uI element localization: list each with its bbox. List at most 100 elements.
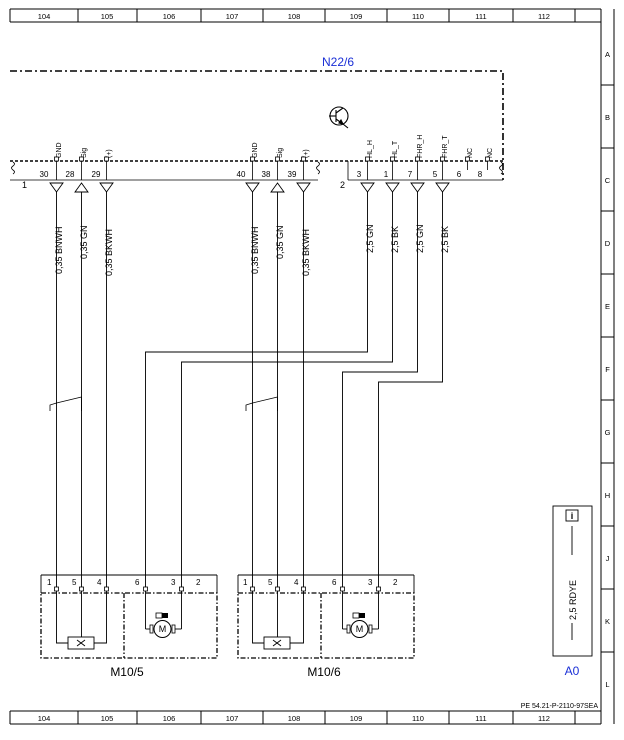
pin-label: FHR_H	[417, 135, 424, 158]
row-label: C	[605, 176, 611, 185]
pin-number: 28	[66, 170, 75, 179]
pin-label: NC	[487, 148, 494, 158]
component-pin: 1	[243, 578, 248, 587]
linkage-symbols	[49, 396, 278, 411]
row-label: K	[605, 617, 610, 626]
col-label-bottom: 111	[475, 714, 486, 723]
col-label-top: 106	[163, 12, 176, 21]
col-label-bottom: 106	[163, 714, 176, 723]
row-label: A	[605, 50, 610, 59]
col-label-top: 107	[226, 12, 239, 21]
row-label: E	[605, 302, 610, 311]
pin-label: (+)	[303, 149, 310, 158]
terminal-icon	[270, 182, 285, 193]
pin-number: 39	[288, 170, 297, 179]
pin-number: 38	[262, 170, 271, 179]
col-label-bottom: 108	[288, 714, 301, 723]
pin-label: (+)	[106, 149, 113, 158]
pin-label: NC	[467, 148, 474, 158]
col-label-top: 108	[288, 12, 301, 21]
svg-text:M: M	[356, 624, 364, 634]
wire-label: 0,35 GN	[275, 225, 285, 259]
col-label-top: 110	[412, 12, 424, 21]
connector-1	[10, 161, 320, 181]
wires	[56, 192, 443, 587]
pin-number: 8	[478, 170, 483, 179]
info-icon-glyph: i	[571, 511, 574, 521]
connector-pin-stubs	[54, 156, 490, 180]
wire-label: 0,35 BNWH	[54, 226, 64, 274]
row-label: B	[605, 113, 610, 122]
terminal-icon	[49, 182, 64, 193]
connector-2	[347, 161, 503, 181]
terminal-icon	[245, 182, 260, 193]
row-label: F	[605, 365, 610, 374]
connector-number: 2	[340, 180, 345, 190]
component-pin: 4	[97, 578, 102, 587]
ground-label: A0	[565, 664, 580, 678]
pin-number: 7	[408, 170, 413, 179]
pin-number: 30	[40, 170, 49, 179]
pin-number: 6	[457, 170, 462, 179]
component-m10-6: 1 5 4 6 3 2	[237, 574, 415, 679]
frame	[9, 8, 615, 725]
component-pin: 1	[47, 578, 52, 587]
row-label: L	[605, 680, 609, 689]
ground-wire-label: 2,5 RDYE	[568, 580, 578, 620]
col-label-bottom: 107	[226, 714, 239, 723]
pin-label: Sig	[81, 148, 88, 158]
terminal-icon	[99, 182, 114, 193]
wire-label: 0,35 BKWH	[301, 229, 311, 276]
doc-reference: PE 54.21-P-2110-97SEA	[521, 703, 599, 710]
wire-label: 0,35 BKWH	[104, 229, 114, 276]
motor-icon: M	[149, 612, 176, 638]
col-label-bottom: 105	[101, 714, 114, 723]
col-label-top: 105	[101, 12, 114, 21]
component-pin: 6	[135, 578, 140, 587]
col-label-top: 104	[38, 12, 51, 21]
component-pin: 3	[368, 578, 373, 587]
ground-box-a0: i 2,5 RDYE A0	[552, 505, 593, 678]
col-label-top: 112	[538, 12, 550, 21]
potentiometer-icon	[67, 602, 95, 650]
wire-terminals	[49, 182, 450, 193]
wire-label: 2,5 BK	[440, 226, 450, 253]
component-pin: 5	[268, 578, 273, 587]
info-icon	[565, 509, 579, 522]
control-unit-n22-6: N22/6	[10, 55, 504, 180]
terminal-icon	[74, 182, 89, 193]
wire-label: 0,35 BNWH	[250, 226, 260, 274]
motor-icon: M	[346, 612, 373, 638]
col-label-top: 109	[350, 12, 363, 21]
terminal-icon	[435, 182, 450, 193]
row-label: J	[606, 554, 610, 563]
wire-label: 0,35 GN	[79, 225, 89, 259]
component-label: M10/6	[307, 665, 341, 679]
pin-label: FHR_T	[442, 135, 449, 158]
wire-label: 2,5 GN	[415, 224, 425, 253]
col-label-bottom: 109	[350, 714, 363, 723]
terminal-icon	[385, 182, 400, 193]
transistor-icon	[329, 106, 349, 129]
pin-label: GND	[252, 142, 259, 158]
pin-label: HL_T	[392, 140, 399, 158]
terminal-icon	[360, 182, 375, 193]
col-label-bottom: 112	[538, 714, 550, 723]
pin-number: 3	[357, 170, 362, 179]
pin-number: 1	[384, 170, 389, 179]
pin-label: GND	[56, 142, 63, 158]
col-label-bottom: 104	[38, 714, 51, 723]
svg-text:M: M	[159, 624, 167, 634]
connector-number: 1	[22, 180, 27, 190]
pin-label: Sig	[277, 148, 284, 158]
component-pin: 2	[196, 578, 201, 587]
control-unit-label: N22/6	[322, 55, 354, 69]
component-m10-5: 1 5 4 6 3 2	[40, 574, 218, 679]
pin-number: 29	[92, 170, 101, 179]
component-pin: 2	[393, 578, 398, 587]
row-label: G	[605, 428, 611, 437]
pin-label: HL_H	[367, 140, 374, 158]
pin-number: 5	[433, 170, 438, 179]
